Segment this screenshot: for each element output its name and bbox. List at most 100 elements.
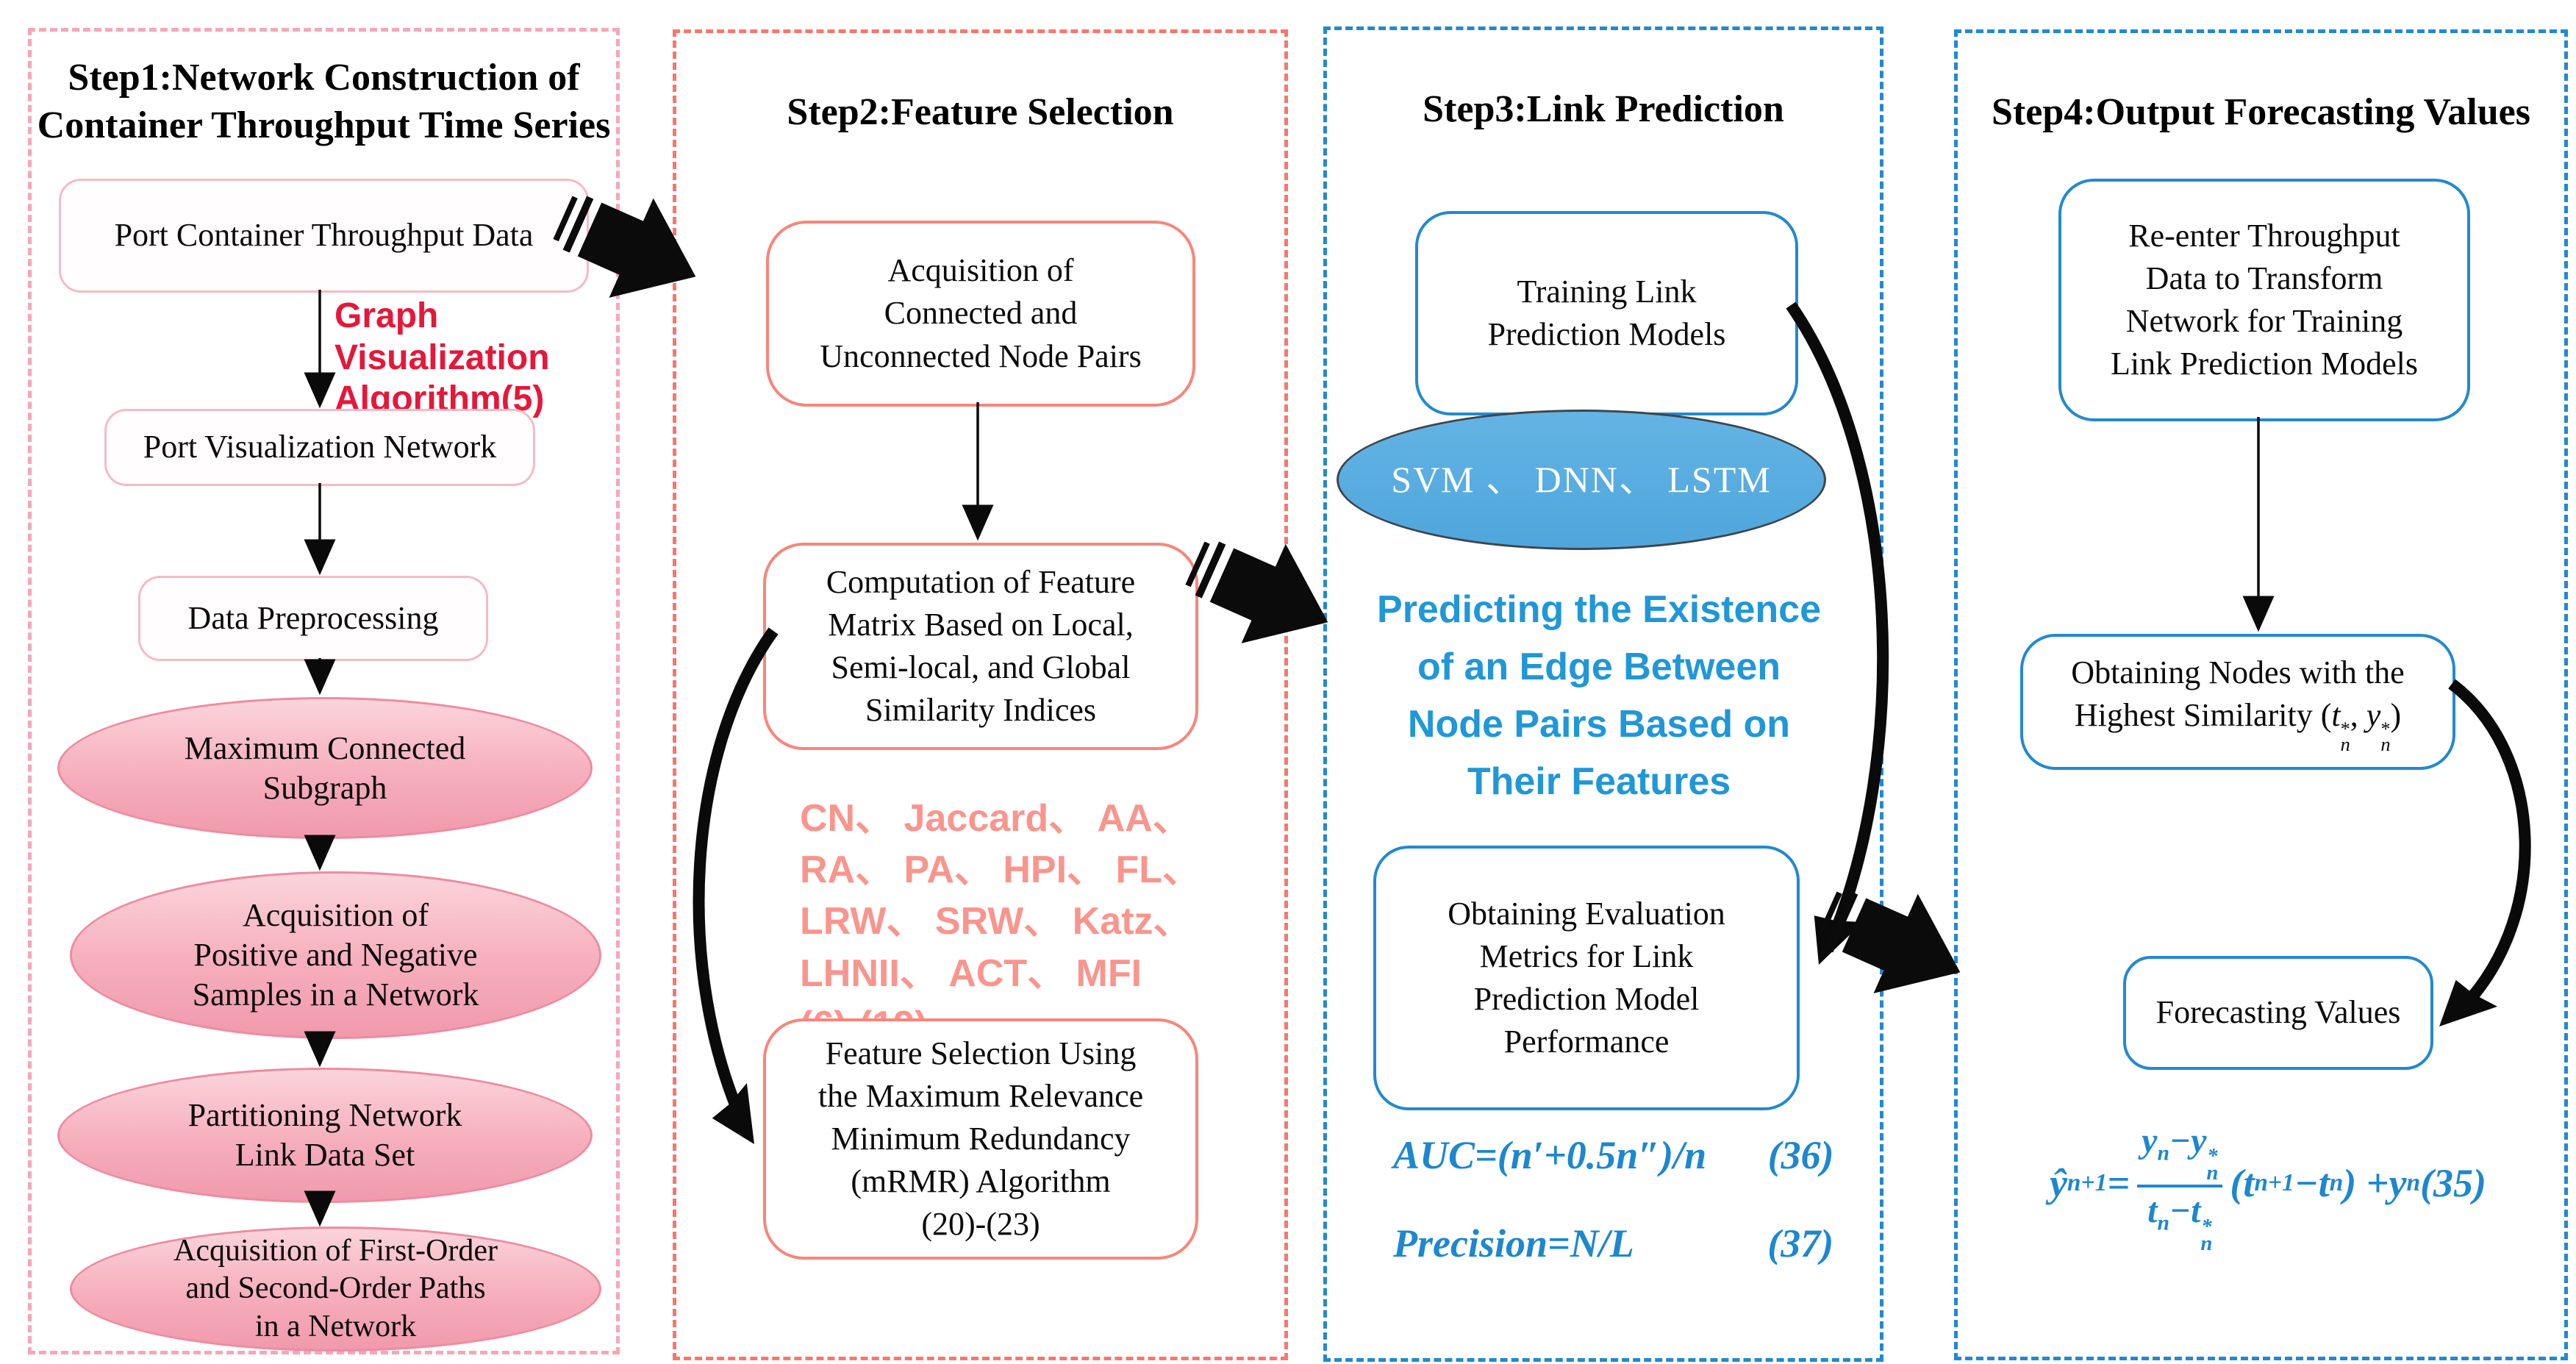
- f-fraction: yn−y*n tn−t*n: [2137, 1121, 2223, 1255]
- f-equation-number: (35): [2420, 1161, 2487, 1206]
- f-tail-y-sub: n: [2406, 1169, 2421, 1197]
- f-numerator: yn−y*n: [2137, 1121, 2223, 1188]
- f-den-b: t: [2191, 1191, 2201, 1231]
- box-text-line: Feature Selection Using: [825, 1035, 1137, 1071]
- label-line: RA、 PA、 HPI、 FL、: [800, 849, 1201, 892]
- step2-panel: Step2:Feature Selection: [673, 29, 1288, 1360]
- precision-formula: Precision=N/L (37): [1393, 1221, 1833, 1266]
- f-num-b-supsub: *n: [2206, 1146, 2219, 1185]
- box-text: Port Container Throughput Data: [114, 217, 534, 254]
- ellipse-text-line: Acquisition of First-Order: [173, 1234, 498, 1268]
- step1-panel: Step1:Network Construction of Container …: [28, 28, 620, 1354]
- step2-title-text: Step2:Feature Selection: [787, 91, 1174, 133]
- step4-title-text: Step4:Output Forecasting Values: [1992, 91, 2530, 133]
- math-t-supsub: *n: [2340, 719, 2350, 756]
- f-tail-minus: −: [2294, 1161, 2319, 1206]
- ellipse-partitioning-network-link-data-set: Partitioning Network Link Data Set: [57, 1068, 593, 1203]
- step4-panel: Step4:Output Forecasting Values: [1954, 29, 2568, 1360]
- auc-formula: AUC=(n′+0.5n″)/n (36): [1393, 1132, 1834, 1178]
- box-acquisition-node-pairs: Acquisition of Connected and Unconnected…: [766, 221, 1195, 407]
- f-tail-t-sub: n+1: [2254, 1169, 2294, 1197]
- ellipse-text-line: Partitioning Network: [187, 1097, 462, 1134]
- label-line: CN、 Jaccard、 AA、: [800, 797, 1191, 840]
- label-line: Node Pairs Based on: [1407, 703, 1791, 746]
- f-tail-open: (: [2230, 1161, 2244, 1206]
- ellipse-text-line: Samples in a Network: [192, 976, 479, 1013]
- label-line: Visualization: [334, 338, 550, 377]
- sub: n: [2340, 733, 2350, 756]
- ellipse-text-line: Link Data Set: [235, 1137, 415, 1173]
- box-text-line: Obtaining Evaluation: [1448, 895, 1725, 932]
- box-port-visualization-network: Port Visualization Network: [104, 409, 535, 486]
- sup: *: [2201, 1214, 2212, 1238]
- similarity-indices-label: CN、 Jaccard、 AA、 RA、 PA、 HPI、 FL、 LRW、 S…: [800, 793, 1201, 1051]
- f-den-a-sub: n: [2157, 1211, 2169, 1236]
- step3-title-text: Step3:Link Prediction: [1423, 88, 1784, 130]
- f-num-minus: −: [2169, 1121, 2192, 1160]
- box-text-line: Obtaining Nodes with the: [2071, 654, 2405, 690]
- box-text-line: Semi-local, and Global: [831, 649, 1131, 685]
- label-line: LHNII、 ACT、 MFI: [800, 951, 1142, 995]
- sup: *: [2380, 718, 2391, 740]
- box-text-line: Prediction Models: [1487, 316, 1726, 352]
- step1-title-line2: Container Throughput Time Series: [37, 104, 611, 146]
- label-line: Their Features: [1467, 760, 1731, 803]
- text-piece: Highest Similarity (: [2074, 696, 2332, 733]
- ellipse-text-line: and Second-Order Paths: [185, 1271, 486, 1306]
- box-obtaining-highest-similarity-nodes: Obtaining Nodes with the Highest Similar…: [2020, 634, 2455, 770]
- box-data-preprocessing: Data Preprocessing: [138, 576, 488, 661]
- box-text-line-math: Highest Similarity (t*n, y*n): [2071, 694, 2404, 756]
- ellipse-text-line: Positive and Negative: [193, 937, 478, 974]
- box-text-line: Acquisition of: [887, 252, 1074, 289]
- math-y: y: [2366, 696, 2381, 733]
- ellipse-svm-dnn-lstm: SVM 、 DNN、 LSTM: [1337, 410, 1826, 550]
- step1-title-line1: Step1:Network Construction of: [68, 57, 580, 99]
- label-line: LRW、 SRW、 Katz、: [800, 900, 1192, 943]
- box-text-line: Minimum Redundancy: [831, 1120, 1131, 1157]
- graph-visualization-algorithm-label: Graph Visualization Algorithm(5): [334, 296, 550, 421]
- f-tail-t: t: [2243, 1161, 2255, 1206]
- label-line: Graph: [334, 296, 439, 335]
- f-yhat-sub: n+1: [2067, 1169, 2108, 1197]
- box-text-line: Metrics for Link: [1479, 938, 1694, 974]
- box-forecasting-values: Forecasting Values: [2123, 956, 2433, 1070]
- auc-formula-text: AUC=(n′+0.5n″)/n: [1393, 1133, 1707, 1177]
- box-text-line: Computation of Feature: [826, 563, 1136, 600]
- f-tail-close: ) +: [2343, 1161, 2389, 1206]
- box-text-line: (mRMR) Algorithm: [851, 1163, 1111, 1200]
- f-num-b: y: [2191, 1121, 2207, 1160]
- box-text-line: Unconnected Node Pairs: [820, 338, 1142, 374]
- ellipse-maximum-connected-subgraph: Maximum Connected Subgraph: [57, 697, 593, 839]
- math-t: t: [2331, 696, 2341, 733]
- ellipse-positive-negative-samples: Acquisition of Positive and Negative Sam…: [70, 871, 601, 1039]
- ellipse-text-line: Maximum Connected: [184, 729, 466, 766]
- f-den-a: t: [2147, 1191, 2158, 1231]
- step3-title: Step3:Link Prediction: [1327, 85, 1880, 133]
- box-text: Port Visualization Network: [143, 429, 497, 465]
- box-text-line: Performance: [1503, 1024, 1670, 1060]
- f-tail-y: y: [2389, 1161, 2407, 1206]
- box-text-line: Link Prediction Models: [2111, 346, 2418, 382]
- box-text-line: Re-enter Throughput: [2128, 217, 2400, 254]
- ellipse-text: SVM 、 DNN、 LSTM: [1391, 459, 1772, 500]
- box-text-line: the Maximum Relevance: [817, 1077, 1144, 1114]
- box-evaluation-metrics: Obtaining Evaluation Metrics for Link Pr…: [1373, 846, 1800, 1110]
- box-text-line: (20)-(23): [921, 1206, 1040, 1243]
- f-yhat: ŷ: [2049, 1161, 2067, 1206]
- box-reenter-throughput-data: Re-enter Throughput Data to Transform Ne…: [2058, 179, 2470, 421]
- box-training-link-prediction-models: Training Link Prediction Models: [1415, 211, 1798, 415]
- box-text-line: Network for Training: [2125, 303, 2403, 339]
- ellipse-text-line: Subgraph: [262, 769, 387, 806]
- predicting-existence-label: Predicting the Existence of an Edge Betw…: [1331, 581, 1867, 810]
- f-den-b-supsub: *n: [2200, 1214, 2213, 1255]
- sub: n: [2206, 1161, 2219, 1185]
- f-tail-t2-sub: n: [2329, 1169, 2344, 1197]
- f-eq: =: [2107, 1161, 2130, 1206]
- f-num-a-sub: n: [2157, 1140, 2169, 1165]
- step1-title: Step1:Network Construction of Container …: [32, 54, 616, 149]
- sub: n: [2200, 1231, 2213, 1255]
- box-text-line: Connected and: [884, 295, 1078, 332]
- label-line: Predicting the Existence: [1377, 588, 1821, 631]
